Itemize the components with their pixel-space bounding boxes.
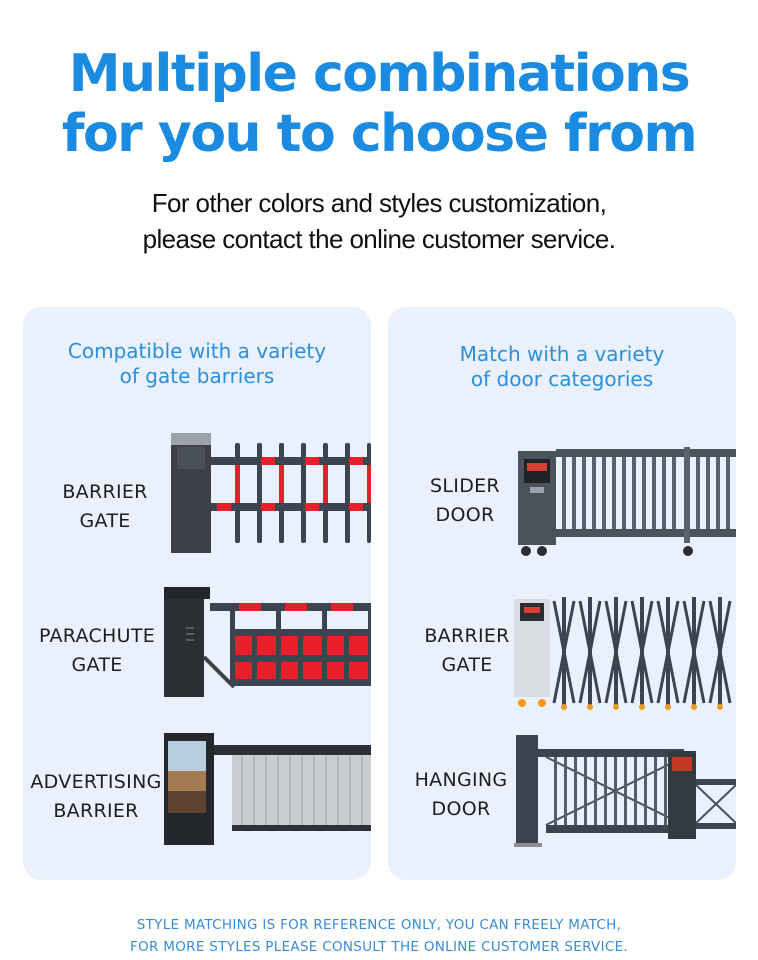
advertising-barrier-image [164, 733, 371, 845]
headline-line-1: Multiple combinations [68, 44, 691, 104]
label-line-1: BARRIER [424, 625, 510, 647]
hanging-door-image [514, 735, 736, 847]
footer-note: STYLE MATCHING IS FOR REFERENCE ONLY, YO… [0, 914, 758, 958]
label-line-2: GATE [71, 654, 123, 676]
retractable-barrier-gate-label: BARRIER GATE [408, 622, 526, 680]
panel-title-line-2: of door categories [470, 367, 654, 391]
headline-line-2: for you to choose from [61, 104, 698, 164]
headline: Multiple combinations for you to choose … [0, 44, 758, 164]
subheadline: For other colors and styles customizatio… [0, 185, 758, 257]
footer-line-2: FOR MORE STYLES PLEASE CONSULT THE ONLIN… [130, 939, 628, 955]
gate-barriers-panel-title: Compatible with a variety of gate barrie… [23, 339, 371, 389]
slider-door-image [518, 447, 736, 556]
subheadline-line-2: please contact the online customer servi… [142, 224, 616, 254]
panel-title-line-2: of gate barriers [119, 364, 275, 388]
retractable-gate-image [514, 597, 732, 710]
label-line-1: SLIDER [430, 475, 500, 497]
label-line-2: GATE [441, 654, 493, 676]
barrier-gate-label: BARRIER GATE [41, 478, 169, 536]
subheadline-line-1: For other colors and styles customizatio… [151, 188, 607, 218]
door-categories-panel: Match with a variety of door categories … [388, 307, 736, 880]
label-line-2: DOOR [431, 798, 491, 820]
label-line-1: BARRIER [62, 481, 148, 503]
label-line-1: PARACHUTE [38, 625, 156, 647]
label-line-1: ADVERTISING [30, 771, 162, 793]
hanging-door-label: HANGING DOOR [402, 766, 520, 824]
label-line-2: DOOR [435, 504, 495, 526]
slider-door-label: SLIDER DOOR [406, 472, 524, 530]
panel-title-line-1: Compatible with a variety [67, 339, 327, 363]
advertising-barrier-label: ADVERTISING BARRIER [23, 768, 169, 826]
parachute-gate-image [164, 587, 371, 697]
panel-title-line-1: Match with a variety [459, 342, 665, 366]
gate-barriers-panel: Compatible with a variety of gate barrie… [23, 307, 371, 880]
door-categories-panel-title: Match with a variety of door categories [388, 342, 736, 392]
label-line-2: BARRIER [53, 800, 139, 822]
label-line-2: GATE [79, 510, 131, 532]
fence-barrier-gate-image [171, 433, 371, 553]
parachute-gate-label: PARACHUTE GATE [27, 622, 167, 680]
label-line-1: HANGING [414, 769, 508, 791]
footer-line-1: STYLE MATCHING IS FOR REFERENCE ONLY, YO… [136, 917, 622, 933]
